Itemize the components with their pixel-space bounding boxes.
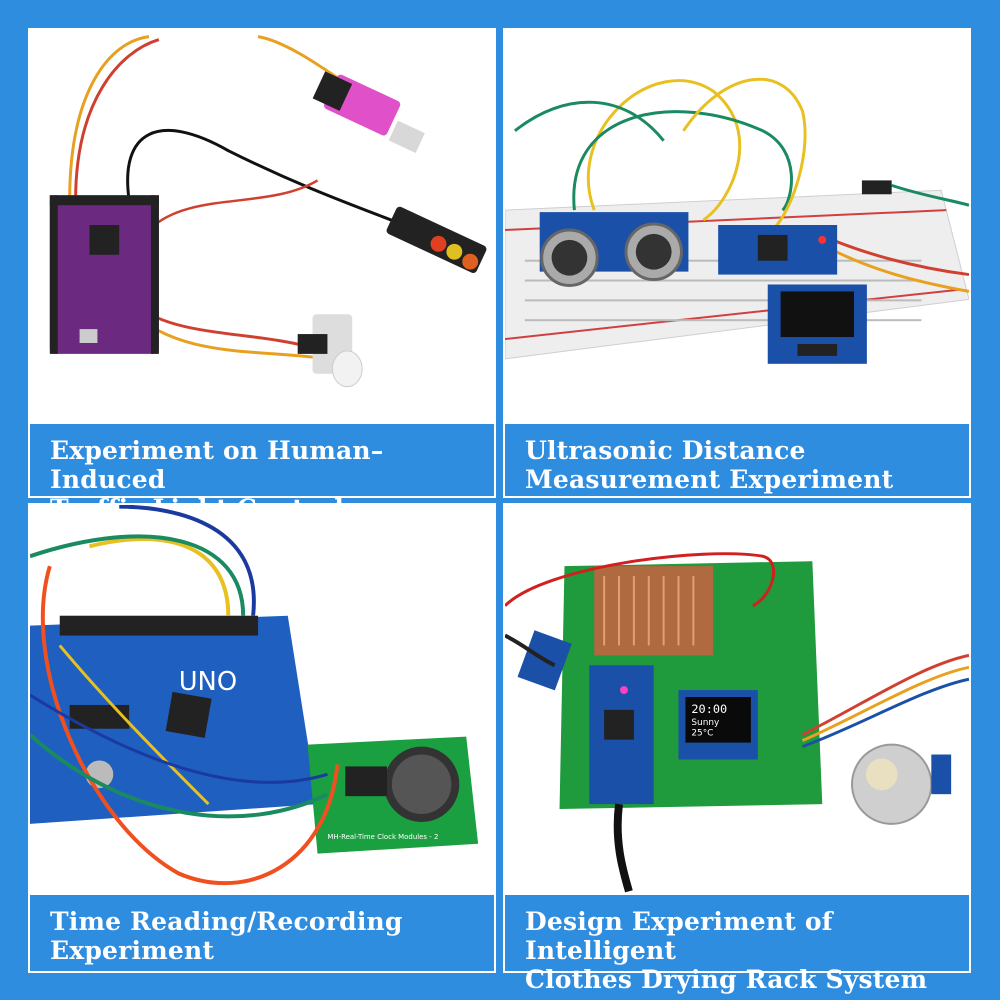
caption-line-2: Experiment [50, 936, 215, 965]
traffic-light-experiment-photo [30, 30, 494, 422]
caption-ultrasonic: Ultrasonic Distance Measurement Experime… [505, 424, 969, 496]
oled-temperature: 25°C [691, 729, 713, 739]
caption-line-1: Time Reading/Recording [50, 907, 403, 936]
uno-board-label: UNO [179, 667, 237, 697]
caption-line-2: Measurement Experiment [525, 465, 894, 494]
caption-line-1: Experiment on Human–Induced [50, 436, 384, 494]
oled-weather: Sunny [691, 718, 719, 728]
rtc-module-label: MH-Real-Time Clock Modules - 2 [327, 833, 438, 841]
drying-rack-experiment-photo: 20:00 Sunny 25°C [505, 505, 969, 893]
caption-time-reading: Time Reading/Recording Experiment [30, 895, 494, 971]
time-reading-experiment-photo: UNO MH-Real-Time Clock Modules - 2 [30, 505, 494, 893]
panel-time-reading: UNO MH-Real-Time Clock Modules - 2 Time … [28, 503, 496, 973]
panel-drying-rack: 20:00 Sunny 25°C Design Experiment of In… [503, 503, 971, 994]
caption-line-1: Ultrasonic Distance [525, 436, 806, 465]
panel-traffic-light: Experiment on Human–Induced Traffic Ligh… [28, 28, 496, 523]
caption-drying-rack: Design Experiment of Intelligent Clothes… [505, 895, 969, 994]
ultrasonic-experiment-photo [505, 30, 969, 422]
panel-ultrasonic: Ultrasonic Distance Measurement Experime… [503, 28, 971, 498]
caption-line-1: Design Experiment of Intelligent [525, 907, 833, 965]
caption-traffic-light: Experiment on Human–Induced Traffic Ligh… [30, 424, 494, 523]
caption-line-2: Clothes Drying Rack System [525, 965, 928, 994]
oled-time: 20:00 [691, 702, 727, 716]
